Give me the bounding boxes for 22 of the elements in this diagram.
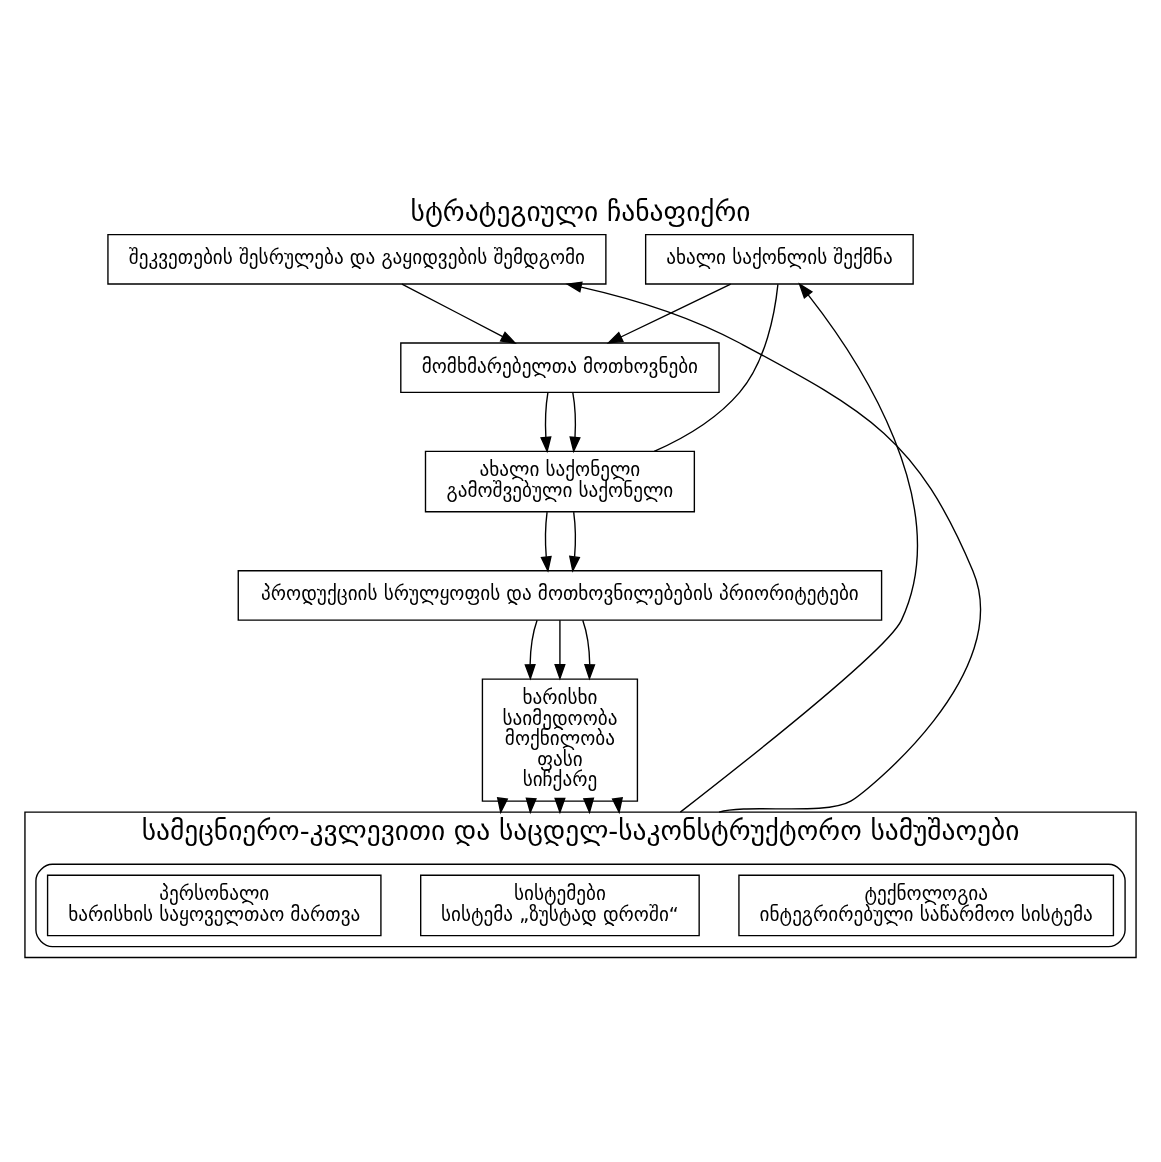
cluster [35,863,1126,948]
arrow [679,282,918,813]
node-box: მომხმარებელთა მოთხოვნები [400,342,720,394]
connector [653,283,779,453]
node-box: ტექნოლოგია ინტეგრირებული საწარმოო სისტემა [738,874,1115,937]
arrow [582,619,596,681]
arrow [524,619,538,681]
arrow [606,283,732,344]
arrow [540,511,552,573]
node-box: პროდუქციის სრულყოფის და მოთხოვნილებების პრიორიტეტები [237,570,883,621]
node-box: ახალი საქონელი გამოშვებული საქონელი [424,450,696,513]
node-box: შეკვეთების შესრულება და გაყიდვების შემდგომი [107,233,607,285]
arrow [568,511,581,573]
arrow [569,391,581,454]
node-box: ახალი საქონლის შექმნა [644,233,914,285]
arrow [540,391,552,454]
arrow [401,283,517,344]
arrow [565,281,981,813]
node-box: სისტემები სისტემა „ზუსტად დროში“ [420,874,700,937]
diagram-title: სტრატეგიული ჩანაფიქრი [410,195,751,227]
arrow [554,619,566,681]
node-box: პერსონალი ხარისხის საყოველთაო მართვა [46,874,382,937]
